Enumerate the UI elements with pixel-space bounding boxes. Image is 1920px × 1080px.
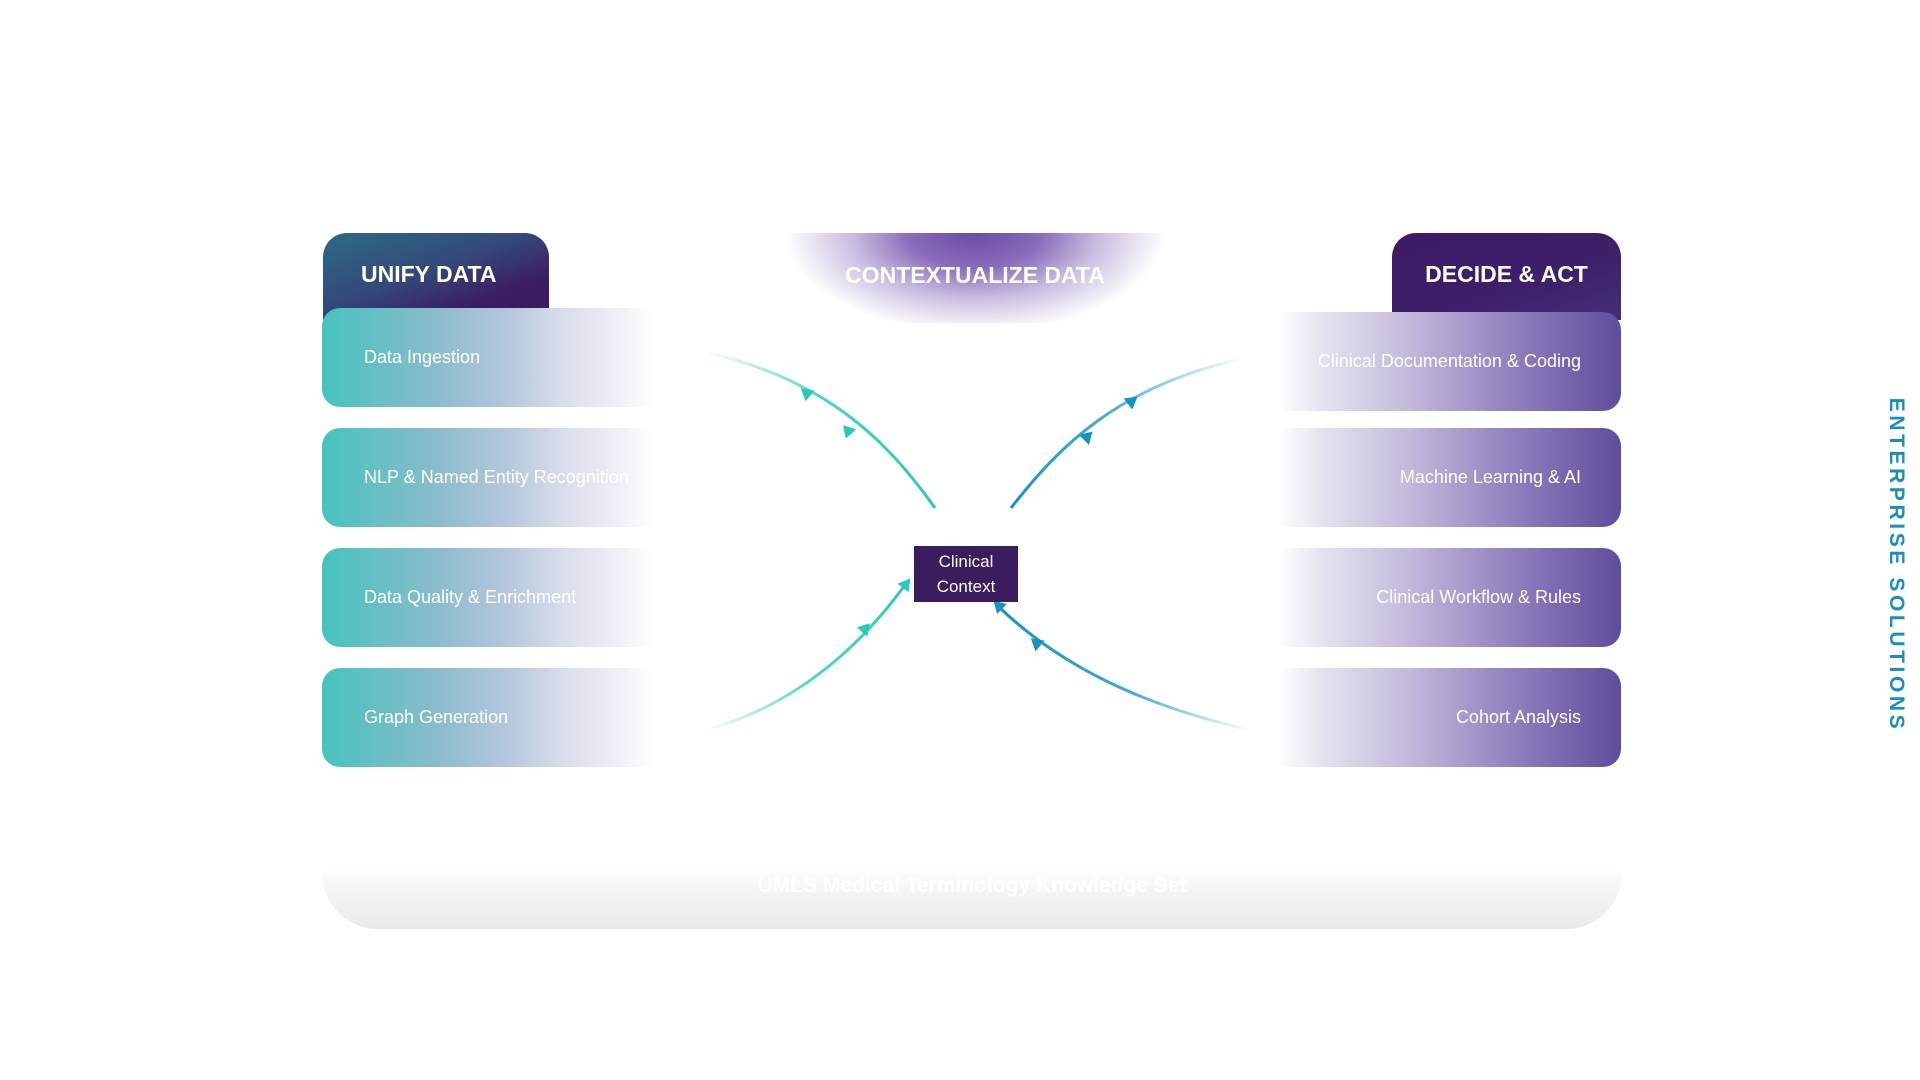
card-label: Clinical Workflow & Rules	[1376, 587, 1581, 607]
card-label: Data Quality & Enrichment	[364, 587, 577, 607]
arrow-context-to-decide-upper	[1009, 356, 1246, 509]
contextualize-data-title: CONTEXTUALIZE DATA	[845, 261, 1105, 288]
card-label: NLP & Named Entity Recognition	[364, 467, 629, 487]
clinical-context-line2: Context	[936, 577, 996, 596]
arrowhead-icon	[800, 388, 815, 402]
arrowhead-icon	[856, 623, 871, 637]
arrowhead-icon	[993, 600, 1007, 615]
card-graph-generation: Graph Generation	[322, 668, 652, 767]
card-cohort-analysis: Cohort Analysis	[1278, 668, 1621, 767]
unify-data-title: UNIFY DATA	[361, 261, 497, 287]
card-label: Data Ingestion	[364, 347, 481, 367]
card-clinical-workflow: Clinical Workflow & Rules	[1278, 548, 1621, 647]
arrowhead-icon	[842, 425, 857, 439]
card-label: Clinical Documentation & Coding	[1317, 351, 1581, 371]
arrow-decide-to-context-lower	[998, 606, 1251, 732]
card-nlp-ner: NLP & Named Entity Recognition	[322, 428, 652, 527]
card-label: Cohort Analysis	[1455, 707, 1581, 727]
clinical-context-line1: Clinical	[938, 552, 994, 571]
arrowhead-icon	[1123, 396, 1138, 410]
card-data-quality: Data Quality & Enrichment	[322, 548, 652, 647]
arrowhead-icon	[1030, 638, 1045, 652]
umls-knowledge-label: UMLS Medical Terminology Knowledge Set	[757, 874, 1187, 897]
card-clinical-documentation: Clinical Documentation & Coding	[1278, 312, 1621, 411]
clinical-context-node: Clinical Context	[914, 546, 1018, 602]
decide-act-title: DECIDE & ACT	[1425, 261, 1588, 287]
enterprise-solutions-label: ENTERPRISE SOLUTIONS	[1885, 397, 1908, 733]
contextualize-data-header: CONTEXTUALIZE DATA	[770, 233, 1180, 323]
decide-act-header: DECIDE & ACT	[1392, 233, 1621, 320]
card-label: Graph Generation	[364, 707, 509, 727]
card-machine-learning: Machine Learning & AI	[1278, 428, 1621, 527]
arrow-context-to-unify-upper	[704, 350, 937, 509]
arrow-unify-to-context-lower	[704, 584, 907, 732]
umls-knowledge-bar: UMLS Medical Terminology Knowledge Set	[322, 868, 1622, 929]
arrowhead-icon	[1079, 431, 1093, 445]
unify-data-header: UNIFY DATA	[323, 233, 549, 320]
card-data-ingestion: Data Ingestion	[322, 308, 652, 407]
arrowhead-icon	[897, 578, 911, 593]
card-label: Machine Learning & AI	[1399, 467, 1581, 487]
